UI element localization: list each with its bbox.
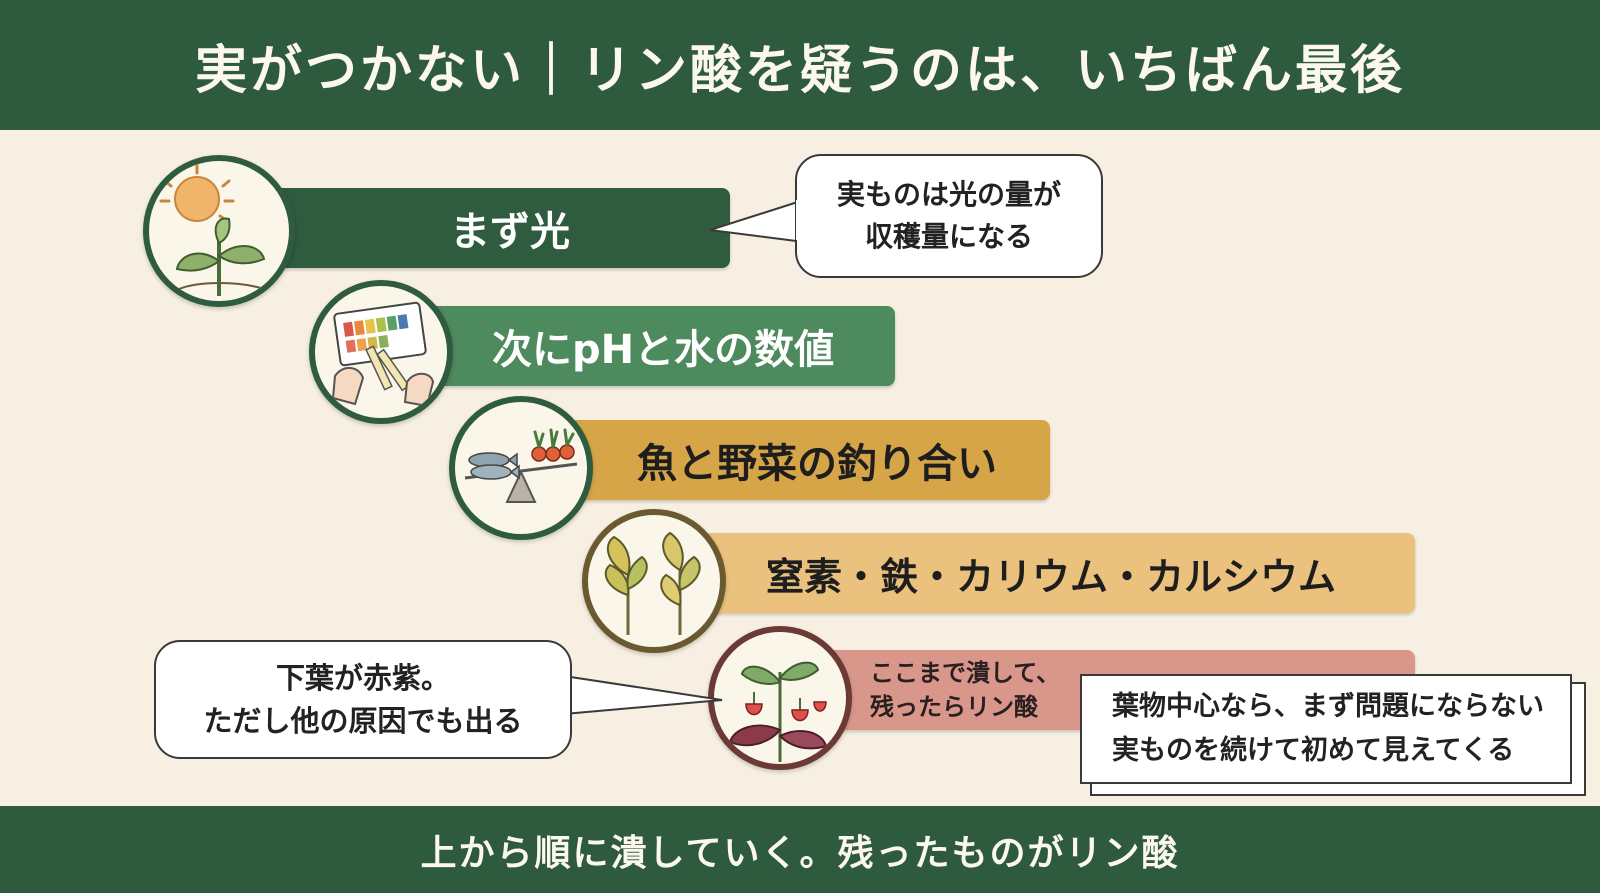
note-line-1: 葉物中心なら、まず問題にならない (1112, 691, 1544, 722)
step-bar-light: まず光 (240, 188, 730, 268)
footer-summary: 上から順に潰していく。残ったものがリン酸 (0, 806, 1600, 893)
leaf-callout-line-1: 下葉が赤紫。 (275, 660, 450, 695)
yellow-leaves-icon (582, 509, 726, 653)
note-box: 葉物中心なら、まず問題にならない 実ものを続けて初めて見えてくる (1080, 674, 1572, 784)
step-bar-balance: 魚と野菜の釣り合い (545, 420, 1050, 500)
light-callout-line-2: 収穫量になる (864, 220, 1033, 253)
light-callout-line-1: 実ものは光の量が (836, 178, 1061, 211)
leaf-callout-line-2: ただし他の原因でも出る (203, 703, 523, 738)
step-label-phosphate-line-1: ここまで潰して、 (870, 659, 1061, 687)
leaf-callout: 下葉が赤紫。 ただし他の原因でも出る (154, 640, 572, 759)
step-label-nutrients: 窒素・鉄・カリウム・カルシウム (766, 554, 1337, 599)
sun-plant-icon (143, 155, 295, 307)
light-callout-tail (709, 199, 805, 243)
step-bar-ph-water: 次にpHと水の数値 (400, 306, 895, 386)
leaf-callout-tail (563, 675, 723, 715)
strawberry-plant-icon (708, 626, 852, 770)
ph-test-strip-icon (309, 280, 453, 424)
fish-vegetable-scale-icon (449, 396, 593, 540)
page-title: 実がつかない｜リン酸を疑うのは、いちばん最後 (0, 0, 1600, 130)
light-callout: 実ものは光の量が 収穫量になる (795, 154, 1103, 278)
step-label-balance: 魚と野菜の釣り合い (637, 441, 997, 487)
note-line-2: 実ものを続けて初めて見えてくる (1112, 735, 1515, 766)
step-bar-nutrients: 窒素・鉄・カリウム・カルシウム (680, 533, 1415, 613)
step-label-ph-water: 次にpHと水の数値 (492, 327, 835, 373)
step-label-light: まず光 (450, 209, 570, 255)
step-label-phosphate-line-2: 残ったらリン酸 (870, 693, 1038, 721)
